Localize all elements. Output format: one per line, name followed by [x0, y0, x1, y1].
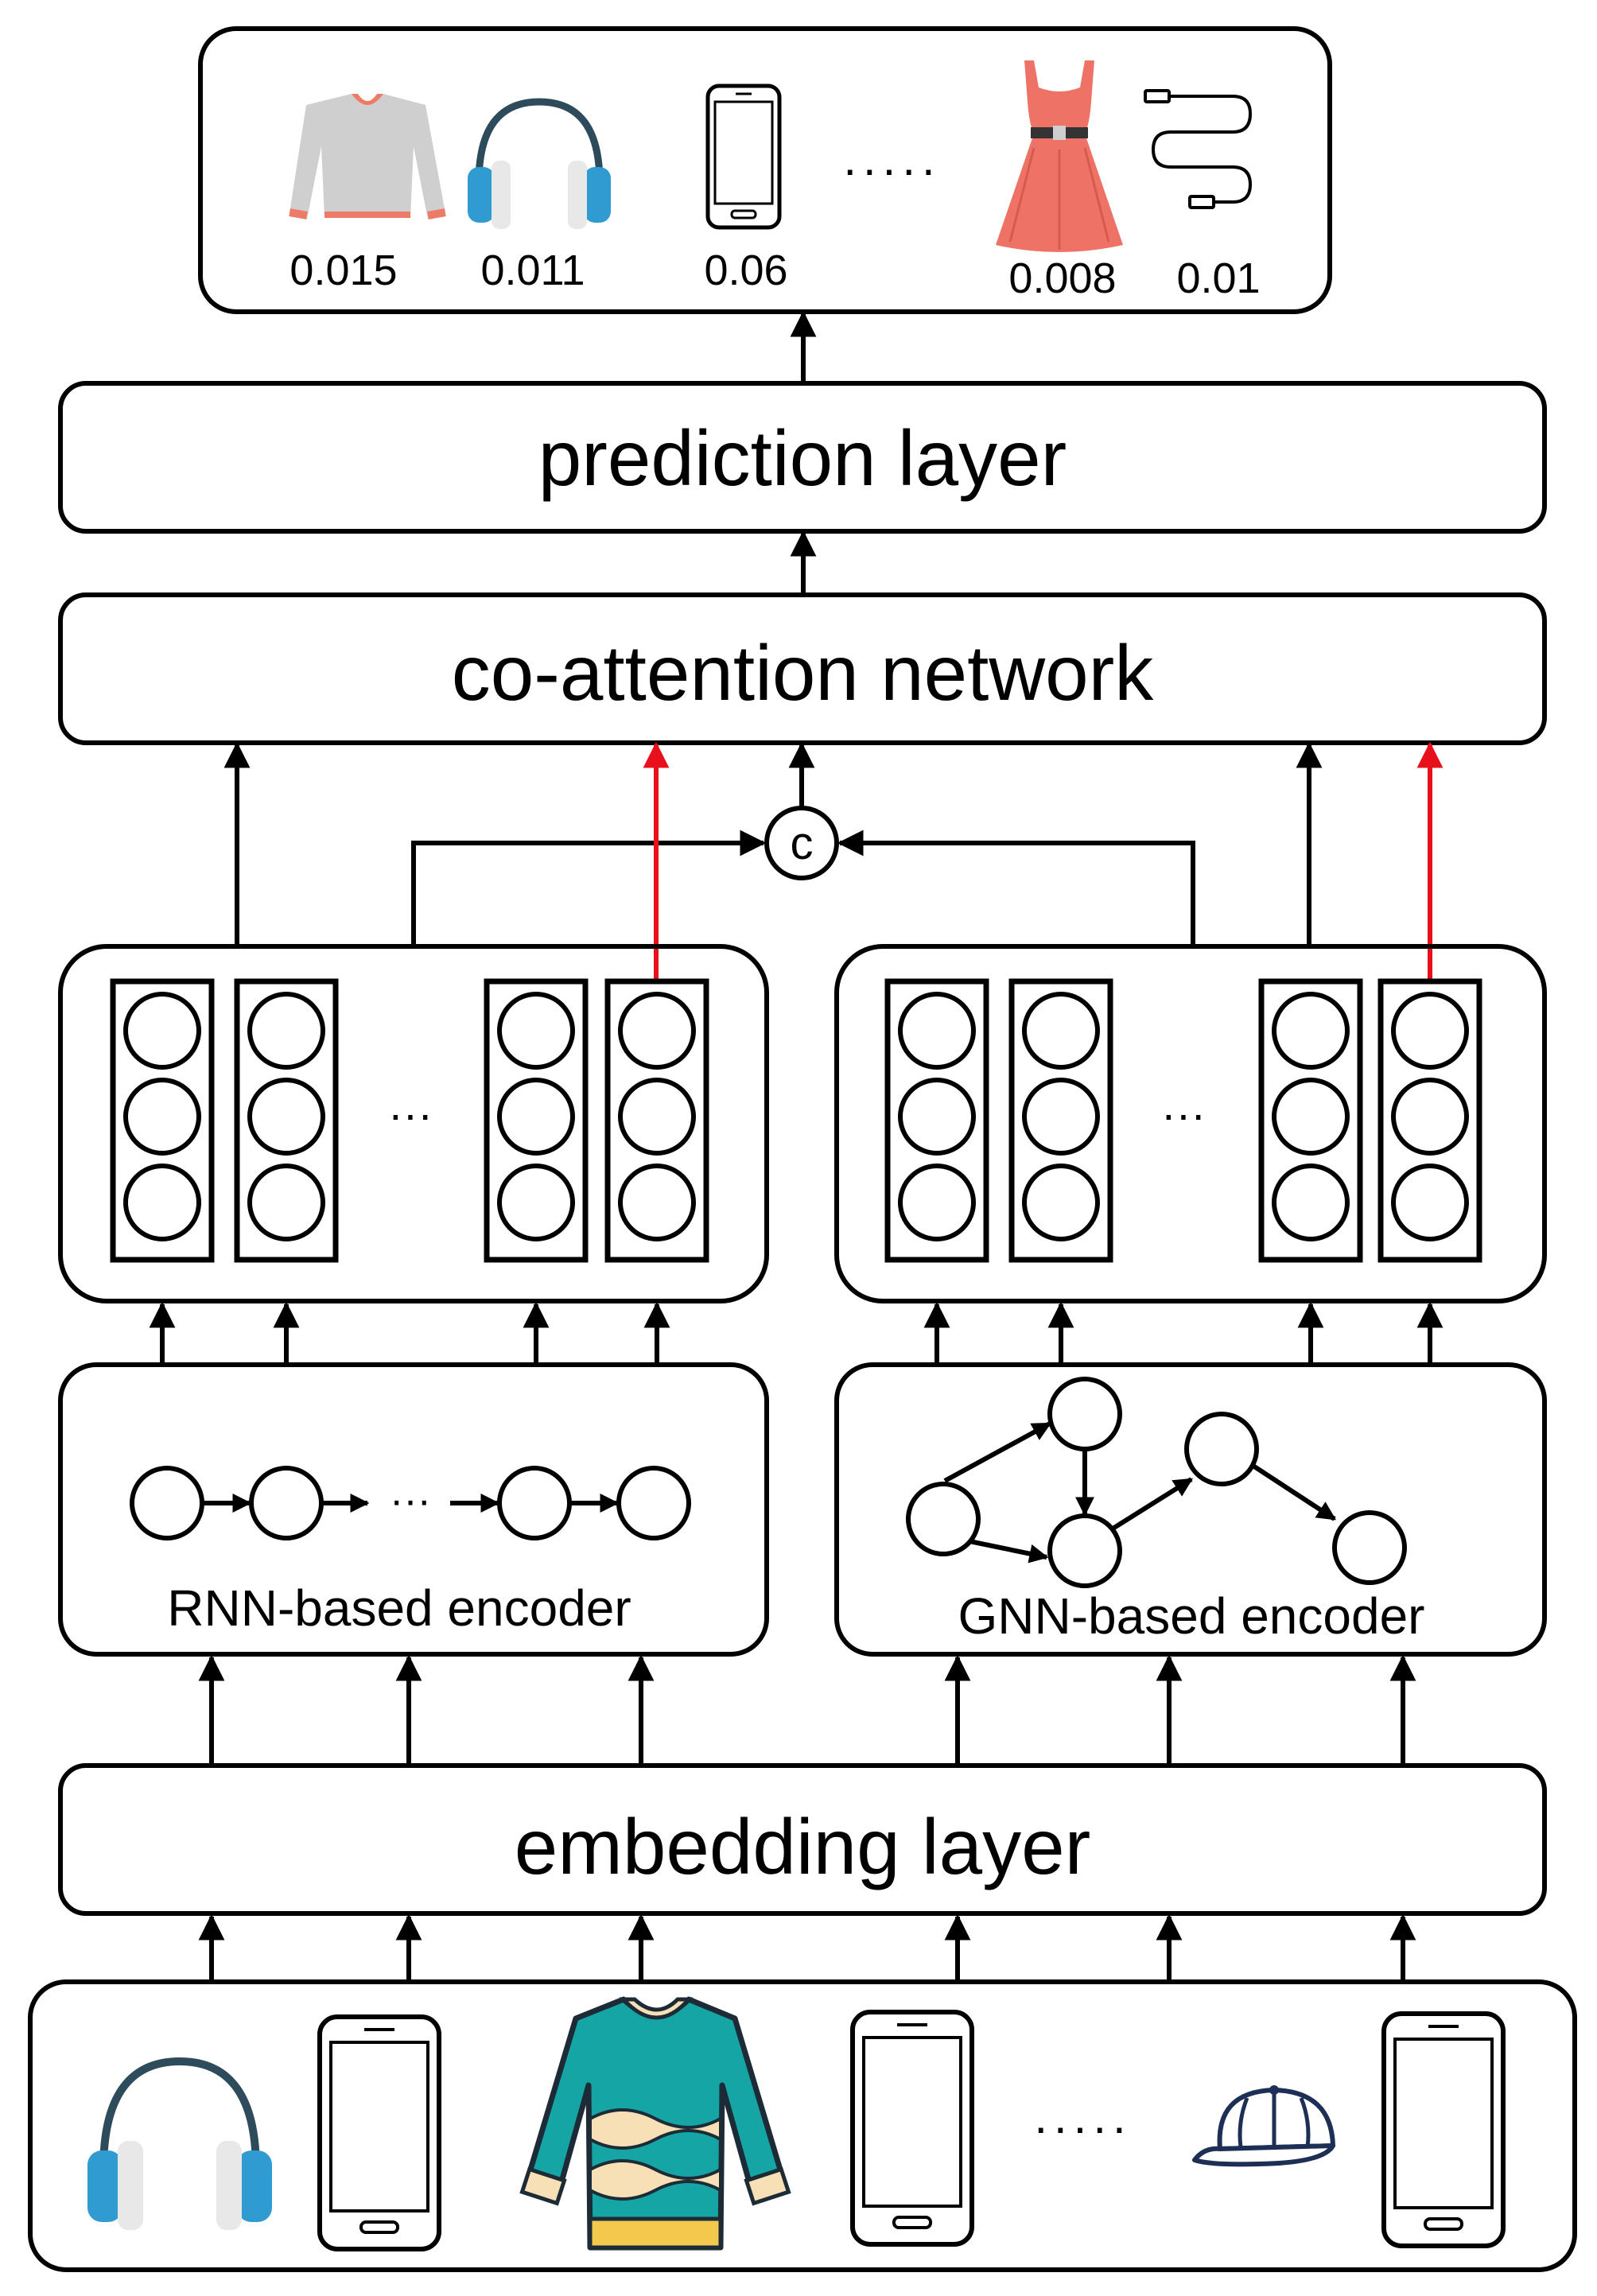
gnn-state-unit: [1391, 992, 1469, 1070]
prediction-layer-label: prediction layer: [538, 414, 1067, 502]
headphones-icon: [87, 2057, 272, 2230]
gnn-state-unit: [898, 1078, 976, 1156]
gnn-state-unit: [1272, 1164, 1350, 1241]
gnn-state-unit: [898, 1164, 976, 1241]
gnn-edge: [1109, 1477, 1194, 1533]
rnn-chain-ellipsis: ···: [390, 1478, 431, 1524]
gnn-state-unit: [1272, 1078, 1350, 1156]
gnn-edge: [1250, 1463, 1337, 1521]
gnn-state-unit: [1022, 1164, 1100, 1241]
output-box: [198, 26, 1332, 314]
arrow-rnn-to-concat: [411, 829, 767, 946]
gnn-node: [1184, 1412, 1259, 1486]
output-ellipsis: .....: [843, 132, 941, 185]
gnn-encoder-label: GNN-based encoder: [958, 1587, 1425, 1645]
gnn-state-unit: [1022, 992, 1100, 1070]
score-1: 0.011: [480, 247, 585, 294]
gnn-graph: [906, 1377, 1407, 1588]
rnn-node: [497, 1466, 572, 1540]
rnn-state-unit: [497, 992, 575, 1070]
phone-icon: [1381, 2011, 1506, 2248]
gnn-state-unit: [1272, 992, 1350, 1070]
phone-icon: [705, 84, 782, 230]
phone-icon: [317, 2014, 441, 2251]
rnn-state-unit: [618, 1078, 696, 1156]
rnn-state-unit: [247, 1164, 325, 1241]
rnn-state-unit: [247, 1078, 325, 1156]
rnn-hidden-ellipsis: ···: [388, 1089, 433, 1139]
concat-symbol: c: [791, 818, 814, 869]
rnn-state-unit: [123, 1078, 201, 1156]
arrow-gnn-to-concat: [837, 829, 1195, 946]
cap-icon: [1192, 2085, 1335, 2167]
usb-cable-icon: [1144, 89, 1253, 209]
gnn-state-unit: [1391, 1078, 1469, 1156]
rnn-hidden-states-box: [58, 944, 769, 1303]
sweater-icon: [289, 94, 446, 219]
rnn-state-unit: [123, 992, 201, 1070]
phone-icon: [850, 2010, 974, 2247]
gnn-state-unit: [1022, 1078, 1100, 1156]
gnn-hidden-ellipsis: ···: [1161, 1089, 1206, 1139]
gnn-node: [906, 1482, 981, 1556]
rnn-state-unit: [618, 992, 696, 1070]
rnn-chain: [130, 1466, 691, 1540]
embedding-layer-box: [58, 1763, 1547, 1916]
gnn-state-unit: [1391, 1164, 1469, 1241]
rnn-node: [130, 1466, 204, 1540]
coattention-network-label: co-attention network: [452, 629, 1154, 717]
dress-icon: [996, 60, 1123, 252]
gnn-state-unit: [898, 992, 976, 1070]
gnn-edge: [943, 1421, 1052, 1483]
score-2: 0.06: [704, 247, 787, 294]
rnn-state-unit: [123, 1164, 201, 1241]
input-ellipsis: .....: [1034, 2090, 1132, 2143]
rnn-node: [249, 1466, 324, 1540]
rnn-encoder-box: [58, 1362, 769, 1657]
embedding-layer-label: embedding layer: [515, 1803, 1091, 1890]
score-4: 0.01: [1176, 254, 1260, 302]
rnn-state-unit: [497, 1164, 575, 1241]
score-0: 0.015: [289, 247, 397, 294]
headphones-icon: [468, 98, 611, 229]
rnn-state-unit: [497, 1078, 575, 1156]
gnn-node: [1047, 1377, 1122, 1451]
input-sequence-box: [28, 1979, 1577, 2272]
gnn-encoder-box: [834, 1362, 1547, 1657]
sweater-icon: [519, 1996, 791, 2251]
rnn-encoder-label: RNN-based encoder: [167, 1579, 631, 1637]
gnn-hidden-states-box: [834, 944, 1547, 1303]
gnn-node: [1332, 1510, 1407, 1585]
gnn-node: [1047, 1513, 1122, 1588]
rnn-state-unit: [618, 1164, 696, 1241]
rnn-node: [616, 1466, 691, 1540]
rnn-state-unit: [247, 992, 325, 1070]
score-3: 0.008: [1008, 254, 1116, 302]
